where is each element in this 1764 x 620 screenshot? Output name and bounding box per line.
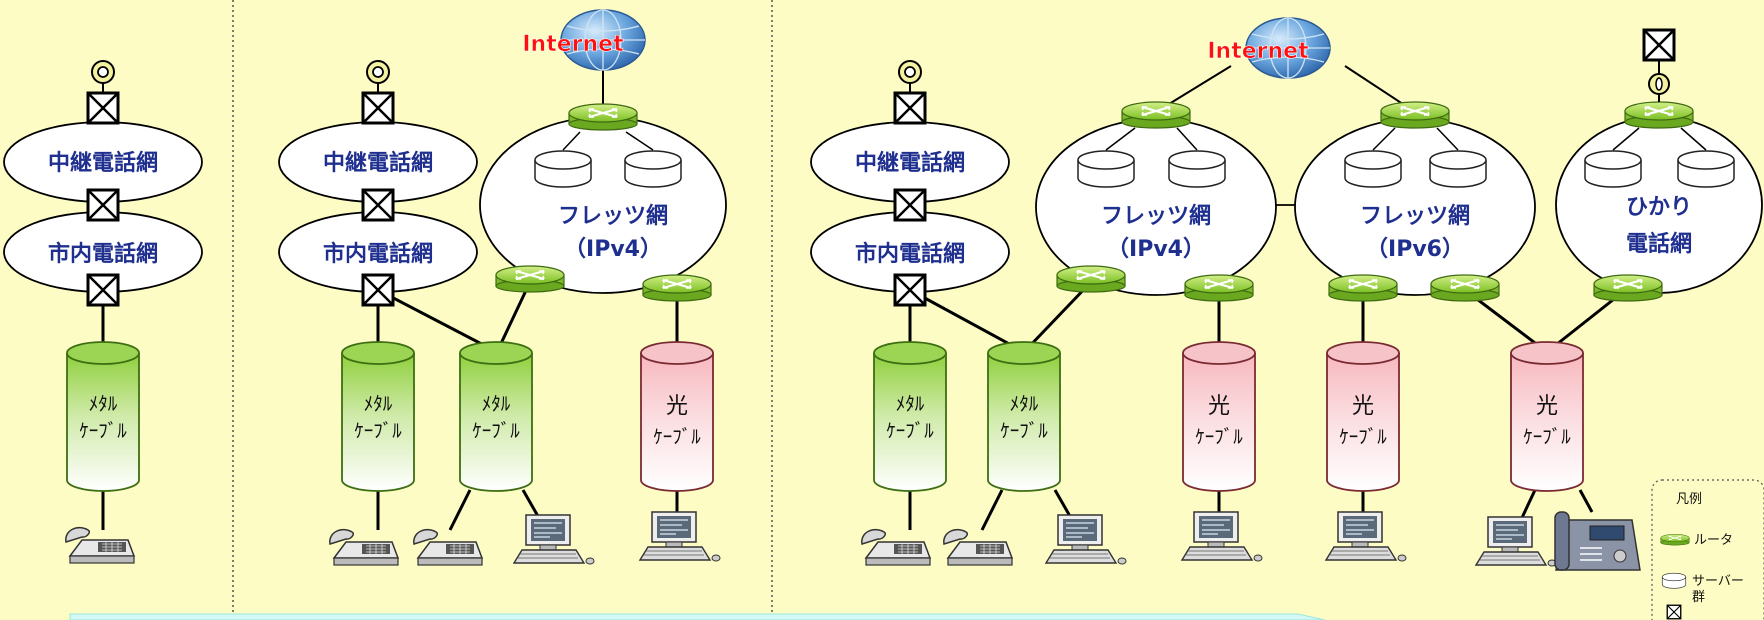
router-icon — [641, 273, 713, 303]
legend-server-icon — [1661, 572, 1687, 589]
ipv4-label: （IPv4） — [564, 237, 662, 262]
trunk-network: 中継電話網 — [810, 121, 1010, 203]
router-icon — [1183, 273, 1255, 303]
ip-phone-icon — [1554, 511, 1641, 571]
optical-cable-label: 光 — [666, 394, 688, 419]
flets-ipv4-network: フレッツ網 （IPv4） — [1035, 118, 1277, 296]
legend: 凡例 ルータ サーバー 群 — [1651, 479, 1764, 620]
flets-ipv6-network: フレッツ網 （IPv6） — [1294, 118, 1536, 296]
optical-cable-label: ｹｰﾌﾞﾙ — [653, 426, 701, 448]
router-icon — [1379, 100, 1451, 130]
metal-cable-label: ｹｰﾌﾞﾙ — [472, 420, 520, 442]
metal-cable-label: ﾒﾀﾙ — [1010, 393, 1039, 415]
optical-cable-label: 光 — [1352, 394, 1374, 419]
metal-cable-label: ｹｰﾌﾞﾙ — [886, 420, 934, 442]
local-network-label: 市内電話網 — [323, 241, 433, 267]
switch-icon — [86, 188, 120, 222]
metal-cable: ﾒﾀﾙ ｹｰﾌﾞﾙ — [66, 341, 140, 492]
router-icon — [1592, 273, 1664, 303]
trunk-network-label: 中継電話網 — [855, 150, 965, 176]
local-network-label: 市内電話網 — [48, 241, 158, 267]
switch-icon — [86, 91, 120, 125]
switch-icon — [893, 188, 927, 222]
local-network: 市内電話網 — [810, 211, 1010, 293]
switch-icon — [361, 91, 395, 125]
optical-cable-label: ｹｰﾌﾞﾙ — [1523, 426, 1571, 448]
switch-icon — [361, 273, 395, 307]
router-icon — [567, 102, 639, 132]
optical-cable-label: ｹｰﾌﾞﾙ — [1195, 426, 1243, 448]
metal-cable-label: ｹｰﾌﾞﾙ — [79, 420, 127, 442]
optical-cable: 光 ｹｰﾌﾞﾙ — [1326, 341, 1400, 492]
server-icon — [1344, 150, 1402, 188]
panel-flets-ipv6-hikari: 中継電話網 市内電話網 フレッツ網 （IPv4） フレッツ網 （IPv6） — [810, 17, 1763, 571]
metal-cable-label: ﾒﾀﾙ — [482, 393, 511, 415]
router-icon — [1055, 264, 1127, 294]
ipv6-label: （IPv6） — [1366, 237, 1464, 262]
panel-flets-ipv4: 中継電話網 市内電話網 フレッツ網 （IPv4） Internet ﾒﾀﾙ ｹｰ… — [278, 9, 727, 566]
metal-cable-label: ｹｰﾌﾞﾙ — [354, 420, 402, 442]
internet-label: Internet — [1207, 39, 1309, 64]
router-icon — [1120, 100, 1192, 130]
flets-network-label: フレッツ網 — [558, 203, 668, 229]
hikari-network-label: 電話網 — [1626, 231, 1692, 257]
server-icon — [1429, 150, 1487, 188]
flets-ipv4-network: フレッツ網 （IPv4） — [479, 116, 727, 294]
local-network: 市内電話網 — [3, 211, 203, 293]
server-icon — [1677, 150, 1735, 188]
server-icon — [1584, 150, 1642, 188]
server-icon — [1077, 150, 1135, 188]
legend-server-label: サーバー — [1692, 574, 1744, 589]
optical-cable: 光 ｹｰﾌﾞﾙ — [640, 341, 714, 492]
metal-cable-label: ﾒﾀﾙ — [364, 393, 393, 415]
metal-cable-label: ﾒﾀﾙ — [89, 393, 118, 415]
server-icon — [534, 150, 592, 188]
hikari-network-label: ひかり — [1626, 195, 1692, 220]
internet-label: Internet — [522, 32, 624, 57]
optical-cable: 光 ｹｰﾌﾞﾙ — [1510, 341, 1584, 492]
progress-arrow — [69, 613, 1326, 620]
trunk-network-label: 中継電話網 — [323, 150, 433, 176]
hikari-phone-network: ひかり 電話網 — [1555, 116, 1763, 294]
switch-icon — [893, 273, 927, 307]
flets-network-label: フレッツ網 — [1360, 203, 1470, 229]
server-icon — [1168, 150, 1226, 188]
router-icon — [1623, 100, 1695, 130]
legend-router-label: ルータ — [1694, 533, 1733, 548]
flets-network-label: フレッツ網 — [1101, 203, 1211, 229]
legend-server-label: 群 — [1692, 590, 1705, 605]
switch-icon — [893, 91, 927, 125]
optical-cable: 光 ｹｰﾌﾞﾙ — [1182, 341, 1256, 492]
optical-cable-label: ｹｰﾌﾞﾙ — [1339, 426, 1387, 448]
switch-icon — [1642, 28, 1676, 62]
trunk-network-label: 中継電話網 — [48, 150, 158, 176]
router-icon — [1327, 273, 1399, 303]
metal-cable-label: ｹｰﾌﾞﾙ — [1000, 420, 1048, 442]
switch-icon — [86, 273, 120, 307]
metal-cable: ﾒﾀﾙ ｹｰﾌﾞﾙ — [987, 341, 1061, 492]
metal-cable: ﾒﾀﾙ ｹｰﾌﾞﾙ — [341, 341, 415, 492]
router-icon — [1429, 273, 1501, 303]
legend-router-icon — [1660, 533, 1690, 546]
legend-title: 凡例 — [1676, 492, 1702, 507]
switch-icon — [361, 188, 395, 222]
local-network-label: 市内電話網 — [855, 241, 965, 267]
ipv4-label: （IPv4） — [1107, 237, 1205, 262]
legend-switch-icon — [1666, 604, 1682, 620]
optical-cable-label: 光 — [1208, 394, 1230, 419]
panel-legacy-telephone: 中継電話網 市内電話網 ﾒﾀﾙ ｹｰﾌﾞﾙ — [3, 60, 203, 564]
metal-cable: ﾒﾀﾙ ｹｰﾌﾞﾙ — [873, 341, 947, 492]
router-icon — [494, 264, 566, 294]
server-icon — [624, 150, 682, 188]
metal-cable-label: ﾒﾀﾙ — [896, 393, 925, 415]
optical-cable-label: 光 — [1536, 394, 1558, 419]
metal-cable: ﾒﾀﾙ ｹｰﾌﾞﾙ — [459, 341, 533, 492]
